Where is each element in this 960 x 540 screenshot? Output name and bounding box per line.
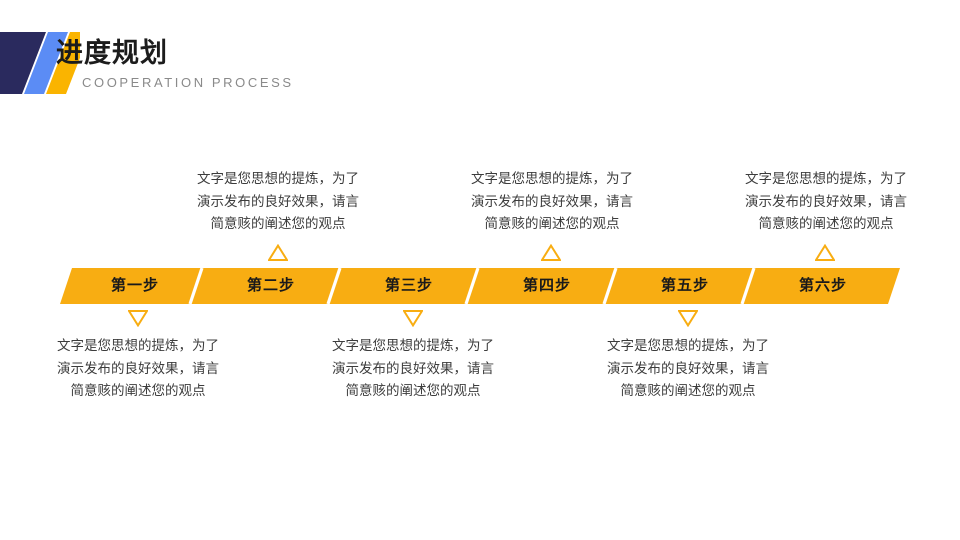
step-label-4[interactable]: 第四步	[522, 277, 571, 294]
triangle-up-icon	[540, 243, 562, 261]
callout-line: 文字是您思想的提炼，为了	[332, 338, 494, 353]
step-label-5[interactable]: 第五步	[660, 277, 709, 294]
callout-bottom-1: 文字是您思想的提炼，为了演示发布的良好效果，请言简意赅的阐述您的观点	[22, 335, 254, 403]
callout-line: 演示发布的良好效果，请言	[471, 193, 633, 209]
step-label-2[interactable]: 第二步	[246, 277, 295, 294]
stripe-yellow	[46, 32, 90, 94]
callout-line: 演示发布的良好效果，请言	[332, 360, 494, 376]
callout-top-1: 文字是您思想的提炼，为了演示发布的良好效果，请言简意赅的阐述您的观点	[162, 168, 394, 236]
callout-line: 简意赅的阐述您的观点	[620, 383, 756, 398]
step-label-1[interactable]: 第一步	[110, 277, 159, 294]
callout-line: 文字是您思想的提炼，为了	[471, 171, 633, 186]
triangle-down-icon	[127, 310, 149, 328]
callout-line: 演示发布的良好效果，请言	[197, 193, 359, 209]
page-title: 进度规划	[56, 38, 168, 68]
callout-line: 文字是您思想的提炼，为了	[745, 171, 907, 186]
callout-line: 演示发布的良好效果，请言	[745, 193, 907, 209]
callout-top-2: 文字是您思想的提炼，为了演示发布的良好效果，请言简意赅的阐述您的观点	[436, 168, 668, 236]
triangle-down-icon	[402, 310, 424, 328]
callout-line: 简意赅的阐述您的观点	[70, 383, 206, 398]
slide-header: 进度规划 COOPERATION PROCESS	[0, 0, 960, 120]
header-stripes-decoration	[0, 32, 90, 94]
callout-bottom-2: 文字是您思想的提炼，为了演示发布的良好效果，请言简意赅的阐述您的观点	[297, 335, 529, 403]
callout-line: 文字是您思想的提炼，为了	[607, 338, 769, 353]
callout-top-3: 文字是您思想的提炼，为了演示发布的良好效果，请言简意赅的阐述您的观点	[710, 168, 942, 236]
band-shape	[60, 268, 900, 304]
callout-line: 简意赅的阐述您的观点	[758, 216, 894, 231]
process-band: 第一步 第二步 第三步 第四步 第五步 第六步	[60, 268, 900, 304]
page-subtitle: COOPERATION PROCESS	[82, 75, 294, 90]
process-diagram: 文字是您思想的提炼，为了演示发布的良好效果，请言简意赅的阐述您的观点 文字是您思…	[0, 150, 960, 420]
triangle-up-icon	[267, 243, 289, 261]
stripe-navy	[0, 32, 46, 94]
stripe-blue	[24, 32, 68, 94]
step-label-3[interactable]: 第三步	[384, 277, 433, 294]
callout-line: 文字是您思想的提炼，为了	[57, 338, 219, 353]
callout-line: 简意赅的阐述您的观点	[210, 216, 346, 231]
callout-line: 演示发布的良好效果，请言	[57, 360, 219, 376]
band-separators	[188, 268, 756, 304]
title-block: 进度规划 COOPERATION PROCESS	[56, 36, 294, 93]
callout-bottom-3: 文字是您思想的提炼，为了演示发布的良好效果，请言简意赅的阐述您的观点	[572, 335, 804, 403]
triangle-down-icon	[677, 310, 699, 328]
callout-line: 文字是您思想的提炼，为了	[197, 171, 359, 186]
triangle-up-icon	[814, 243, 836, 261]
callout-line: 简意赅的阐述您的观点	[345, 383, 481, 398]
callout-line: 简意赅的阐述您的观点	[484, 216, 620, 231]
callout-line: 演示发布的良好效果，请言	[607, 360, 769, 376]
step-label-6[interactable]: 第六步	[798, 277, 847, 294]
